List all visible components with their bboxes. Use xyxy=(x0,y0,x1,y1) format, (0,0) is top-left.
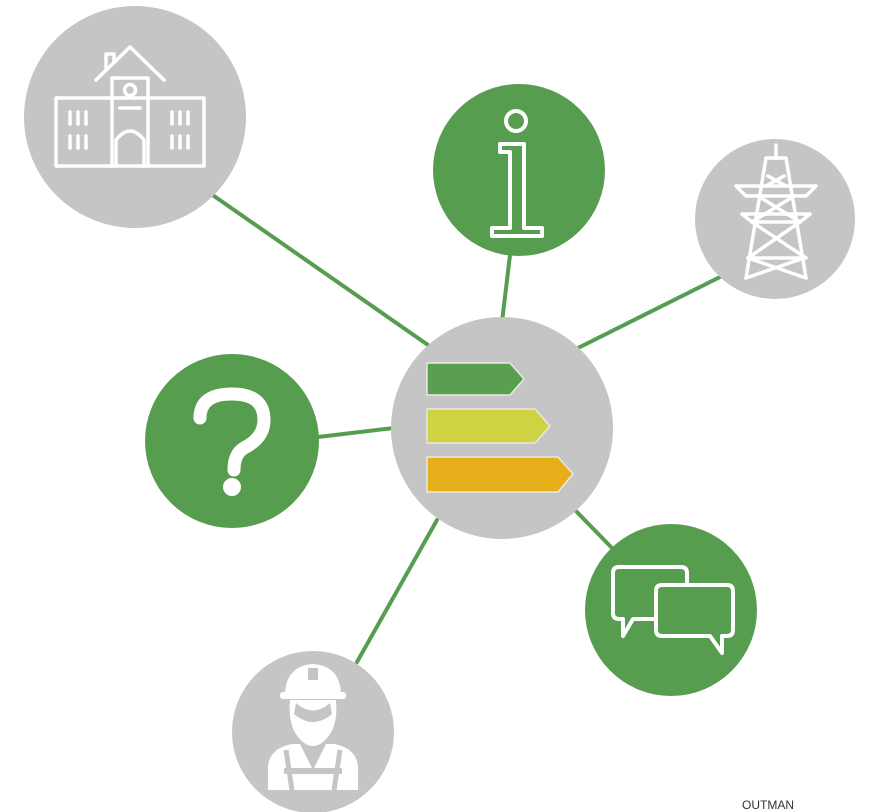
question-mark-icon xyxy=(193,387,271,496)
connector-lines xyxy=(212,194,722,664)
chat-bubbles-icon xyxy=(611,565,735,655)
connector-info xyxy=(500,253,512,324)
connector-worker xyxy=(355,518,439,664)
power-pylon-icon xyxy=(734,143,818,280)
image-credit: OUTMAN xyxy=(742,798,794,812)
connector-power-pylon xyxy=(576,275,722,350)
rating-bar-orange xyxy=(426,456,574,493)
connector-building xyxy=(212,194,430,347)
energy-label-hub xyxy=(391,317,613,539)
connector-chat xyxy=(571,506,614,550)
question-node xyxy=(145,354,319,528)
rating-bar-green xyxy=(426,362,525,396)
rating-bar-lime xyxy=(426,408,552,444)
info-icon xyxy=(490,109,544,238)
construction-worker-icon xyxy=(268,664,358,791)
school-building-icon xyxy=(54,45,206,168)
energy-rating-icon xyxy=(426,362,574,493)
chat-node xyxy=(585,524,757,696)
info-node xyxy=(433,84,605,256)
building-node xyxy=(24,6,246,228)
power-pylon-node xyxy=(695,139,855,299)
worker-node xyxy=(232,651,394,812)
connector-question xyxy=(316,426,396,439)
